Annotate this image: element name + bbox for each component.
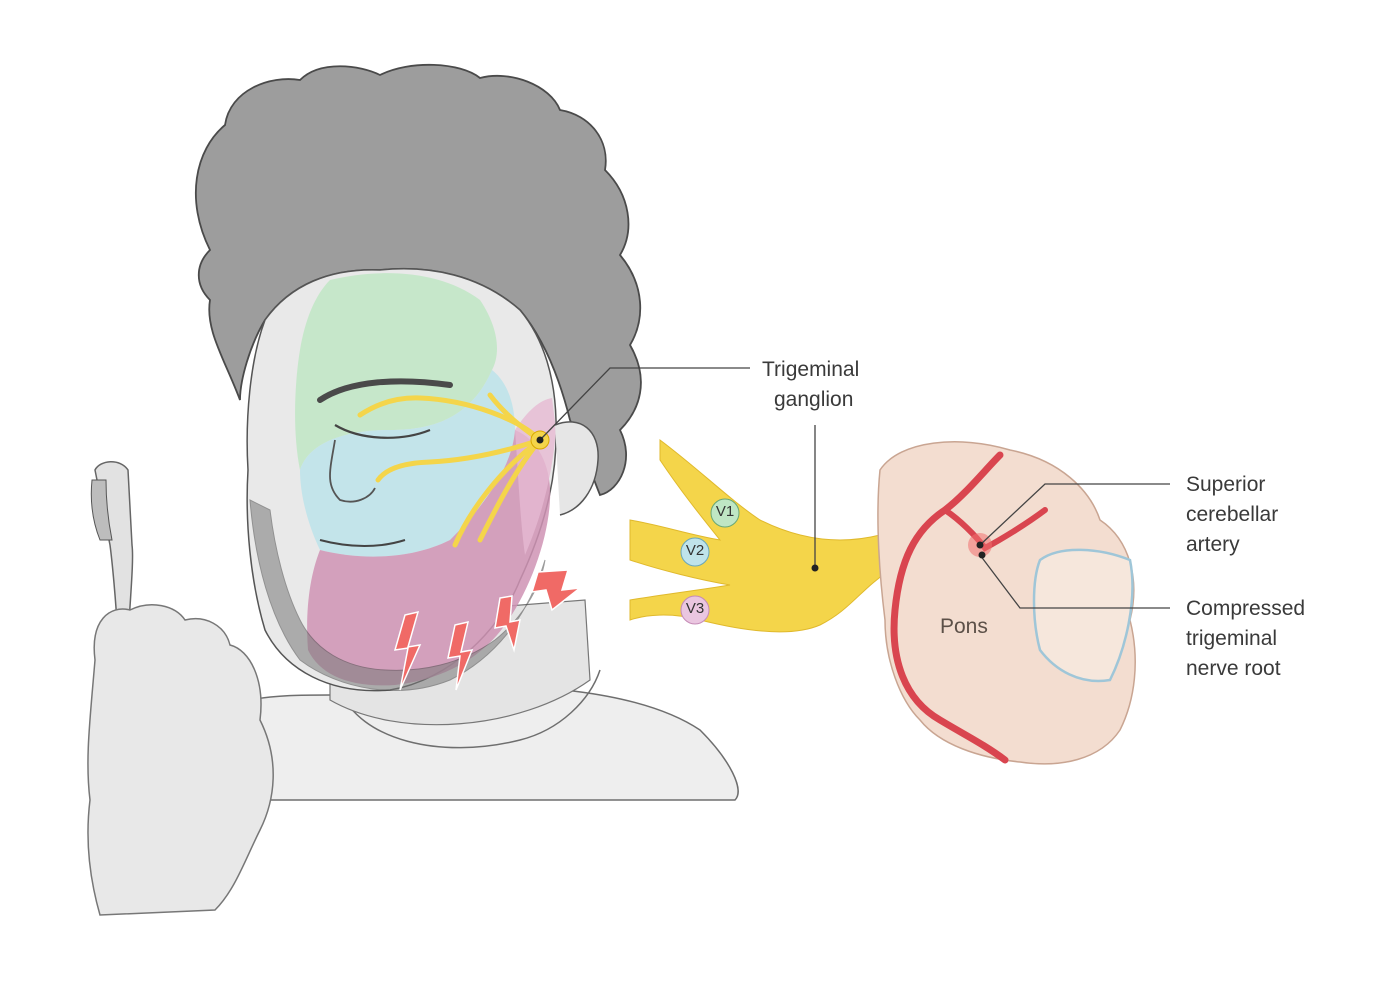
label-line: trigeminal [1186,627,1278,650]
facial-nerve-branches [357,392,543,548]
pain-bolt-icon [494,595,521,653]
label-line: artery [1186,533,1240,556]
label-line: ganglion [774,388,854,411]
v1-badge [710,498,740,528]
ear [554,421,599,516]
pain-bolt-icon [530,569,583,612]
mouth [319,539,406,547]
shirt-collar [339,669,601,749]
pain-bolt-icon [447,620,474,691]
hand [87,604,274,916]
label-line: nerve root [1186,657,1281,680]
leader-dot [976,541,984,549]
v3-badge [680,595,710,625]
brainstem [877,441,1136,765]
pons-label: Pons [940,615,988,638]
cerebellar-artery [890,451,1009,764]
pain-bolt-icon [393,610,422,691]
v2-badge [680,537,710,567]
leader-dot [536,436,544,444]
leader-dot [811,564,819,572]
eyebrow [317,378,453,403]
leader-lines [539,367,1170,609]
compressed-nerve-root-label: Compressed trigeminal nerve root [1186,594,1305,684]
label-line: Trigeminal [762,358,860,381]
label-line: cerebellar [1186,503,1279,526]
v1-label: V1 [715,503,735,520]
leader-dot [978,551,986,559]
pain-bolts [393,569,583,691]
v3-label: V3 [685,600,705,617]
eye-closed [334,424,431,439]
toothbrush-bristles [90,479,113,541]
v2-label: V2 [685,542,705,559]
v1-zone [295,273,497,470]
pons-section [1032,548,1134,683]
trigeminal-ganglion-label: Trigeminal ganglion [762,355,859,415]
superior-cerebellar-artery-label: Superior cerebellar artery [1186,470,1278,560]
label-line: Superior [1186,473,1266,496]
label-line: Compressed [1186,597,1306,620]
v3-zone [307,430,551,686]
nose [329,439,376,503]
